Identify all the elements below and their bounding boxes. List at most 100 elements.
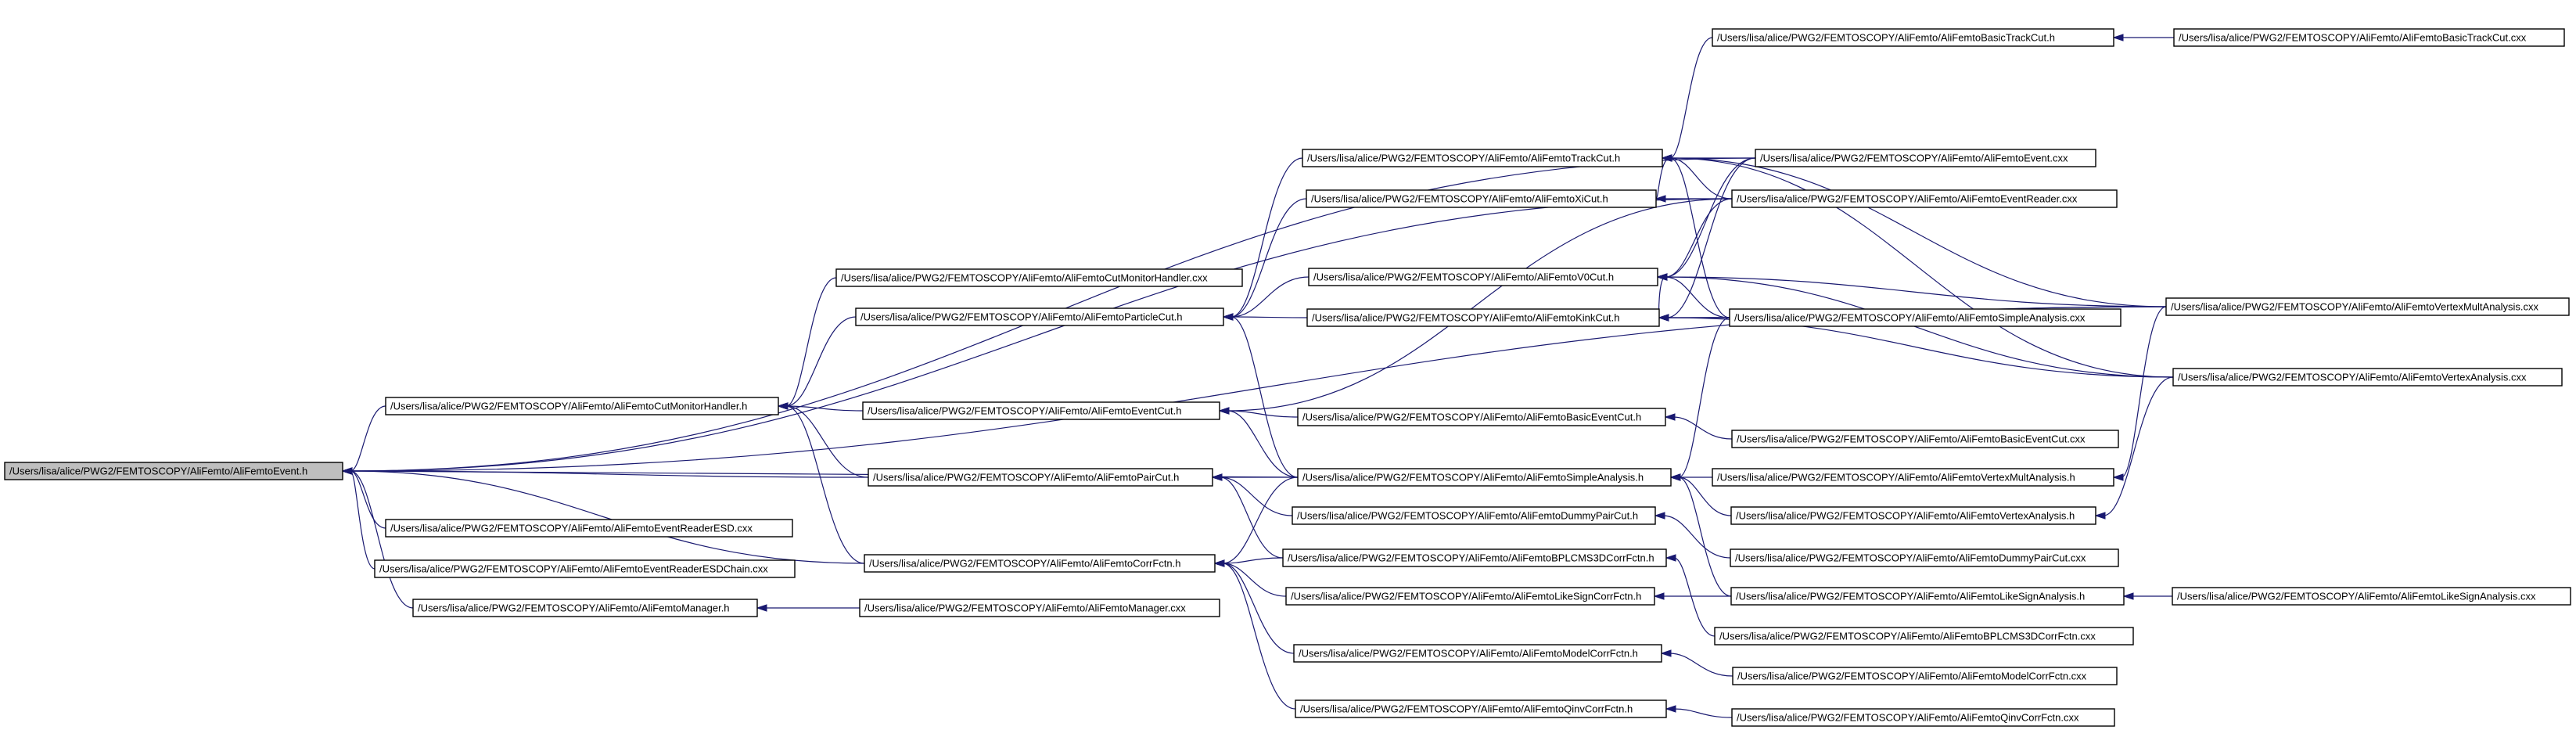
edge-alifemtoevent-h-alifemtocorrfctn-h: [341, 467, 865, 564]
edge-alifemtoeventcut-h-alifemtoeventreader-cxx: [1218, 198, 1733, 415]
node-alifemtomodelcorrfctn-cxx[interactable]: /Users/lisa/alice/PWG2/FEMTOSCOPY/AliFem…: [1732, 667, 2118, 685]
edge-alifemtovertexmultanalysis-h-alifemtovertexmultanalysis-cxx: [2112, 306, 2167, 481]
node-box: [1306, 189, 1657, 208]
edge-alifemtoxicut-h-alifemtoeventreader-cxx: [1654, 195, 1732, 203]
edge-alifemtovertexanalysis-h-alifemtovertexanalysis-cxx: [2094, 376, 2174, 520]
edge-alifemtodummypaircut-h-alifemtodummypaircut-cxx: [1654, 512, 1731, 559]
node-alifemtoeventreader-cxx[interactable]: /Users/lisa/alice/PWG2/FEMTOSCOPY/AliFem…: [1731, 189, 2118, 208]
edge-alifemtokinkcut-h-alifemtoevent-cxx: [1658, 157, 1756, 322]
node-box: [1292, 506, 1656, 525]
node-alifemtoevent-h[interactable]: /Users/lisa/alice/PWG2/FEMTOSCOPY/AliFem…: [4, 462, 343, 480]
node-label: /Users/lisa/alice/PWG2/FEMTOSCOPY/AliFem…: [1737, 712, 2079, 724]
node-alifemtobasictrackcut-h[interactable]: /Users/lisa/alice/PWG2/FEMTOSCOPY/AliFem…: [1712, 28, 2114, 47]
node-alifemtoeventreaderesd-cxx[interactable]: /Users/lisa/alice/PWG2/FEMTOSCOPY/AliFem…: [385, 519, 793, 538]
node-box: [1712, 28, 2114, 47]
edge-alifemtocutmonitorhandler-h-alifemtoparticlecut-h: [777, 316, 857, 410]
node-label: /Users/lisa/alice/PWG2/FEMTOSCOPY/AliFem…: [1760, 153, 2068, 164]
edge-alifemtoevent-h-alifemtocutmonitorhandler-h: [341, 405, 386, 475]
node-box: [1308, 268, 1658, 286]
node-alifemtobplcms3dcorrfctn-h[interactable]: /Users/lisa/alice/PWG2/FEMTOSCOPY/AliFem…: [1282, 548, 1667, 567]
node-label: /Users/lisa/alice/PWG2/FEMTOSCOPY/AliFem…: [1313, 272, 1614, 283]
node-alifemtosimpleanalysis-cxx[interactable]: /Users/lisa/alice/PWG2/FEMTOSCOPY/AliFem…: [1729, 308, 2122, 327]
node-label: /Users/lisa/alice/PWG2/FEMTOSCOPY/AliFem…: [868, 405, 1181, 417]
edge-alifemtov0cut-h-alifemtoevent-cxx: [1656, 157, 1756, 281]
node-box: [862, 401, 1220, 420]
node-layer: /Users/lisa/alice/PWG2/FEMTOSCOPY/AliFem…: [4, 28, 2571, 727]
node-box: [1712, 468, 2114, 487]
node-label: /Users/lisa/alice/PWG2/FEMTOSCOPY/AliFem…: [1299, 648, 1638, 660]
node-label: /Users/lisa/alice/PWG2/FEMTOSCOPY/AliFem…: [1736, 510, 2075, 522]
node-alifemtoevent-cxx[interactable]: /Users/lisa/alice/PWG2/FEMTOSCOPY/AliFem…: [1755, 149, 2096, 167]
node-alifemtocutmonitorhandler-cxx[interactable]: /Users/lisa/alice/PWG2/FEMTOSCOPY/AliFem…: [835, 268, 1243, 287]
node-alifemtobasictrackcut-cxx[interactable]: /Users/lisa/alice/PWG2/FEMTOSCOPY/AliFem…: [2173, 28, 2565, 47]
node-box: [4, 462, 343, 480]
edge-alifemtosimpleanalysis-h-alifemtosimpleanalysis-cxx: [1669, 317, 1730, 481]
edge-alifemtopaircut-h-alifemtodummypaircut-h: [1211, 473, 1293, 516]
node-alifemtodummypaircut-cxx[interactable]: /Users/lisa/alice/PWG2/FEMTOSCOPY/AliFem…: [1730, 548, 2119, 567]
node-box: [1285, 587, 1655, 606]
node-alifemtoeventcut-h[interactable]: /Users/lisa/alice/PWG2/FEMTOSCOPY/AliFem…: [862, 401, 1220, 420]
edge-alifemtoparticlecut-h-alifemtoxicut-h: [1222, 198, 1307, 321]
edge-alifemtoevent-h-alifemtoeventreader-cxx: [341, 198, 1733, 475]
node-alifemtobasiceventcut-h[interactable]: /Users/lisa/alice/PWG2/FEMTOSCOPY/AliFem…: [1297, 408, 1666, 426]
node-box: [1293, 644, 1662, 663]
node-alifemtopaircut-h[interactable]: /Users/lisa/alice/PWG2/FEMTOSCOPY/AliFem…: [868, 468, 1213, 487]
edge-alifemtocorrfctn-h-alifemtomodelcorrfctn-h: [1213, 559, 1295, 654]
node-label: /Users/lisa/alice/PWG2/FEMTOSCOPY/AliFem…: [1735, 552, 2086, 564]
node-label: /Users/lisa/alice/PWG2/FEMTOSCOPY/AliFem…: [418, 602, 730, 614]
node-alifemtoxicut-h[interactable]: /Users/lisa/alice/PWG2/FEMTOSCOPY/AliFem…: [1306, 189, 1657, 208]
edge-alifemtoeventcut-h-alifemtosimpleanalysis-h: [1218, 407, 1299, 478]
node-box: [1731, 189, 2118, 208]
edge-alifemtobplcms3dcorrfctn-h-alifemtobplcms3dcorrfctn-cxx: [1665, 554, 1716, 637]
edge-alifemtosimpleanalysis-h-alifemtolikesignanalysis-h: [1669, 473, 1732, 597]
edge-alifemtoparticlecut-h-alifemtotrackcut-h: [1222, 157, 1303, 321]
node-label: /Users/lisa/alice/PWG2/FEMTOSCOPY/AliFem…: [1307, 153, 1620, 164]
node-alifemtolikesignanalysis-cxx[interactable]: /Users/lisa/alice/PWG2/FEMTOSCOPY/AliFem…: [2172, 587, 2571, 606]
node-alifemtotrackcut-h[interactable]: /Users/lisa/alice/PWG2/FEMTOSCOPY/AliFem…: [1302, 149, 1663, 167]
node-alifemtocutmonitorhandler-h[interactable]: /Users/lisa/alice/PWG2/FEMTOSCOPY/AliFem…: [385, 397, 779, 415]
node-alifemtolikesigncorrfctn-h[interactable]: /Users/lisa/alice/PWG2/FEMTOSCOPY/AliFem…: [1285, 587, 1655, 606]
node-alifemtovertexmultanalysis-cxx[interactable]: /Users/lisa/alice/PWG2/FEMTOSCOPY/AliFem…: [2165, 297, 2570, 316]
node-alifemtobplcms3dcorrfctn-cxx[interactable]: /Users/lisa/alice/PWG2/FEMTOSCOPY/AliFem…: [1714, 627, 2134, 645]
node-label: /Users/lisa/alice/PWG2/FEMTOSCOPY/AliFem…: [2178, 372, 2527, 383]
node-label: /Users/lisa/alice/PWG2/FEMTOSCOPY/AliFem…: [1297, 510, 1638, 522]
node-box: [1731, 430, 2119, 448]
node-alifemtobasiceventcut-cxx[interactable]: /Users/lisa/alice/PWG2/FEMTOSCOPY/AliFem…: [1731, 430, 2119, 448]
edge-alifemtov0cut-h-alifemtovertexanalysis-cxx: [1656, 273, 2174, 378]
node-alifemtomanager-cxx[interactable]: /Users/lisa/alice/PWG2/FEMTOSCOPY/AliFem…: [859, 599, 1220, 617]
node-alifemtocorrfctn-h[interactable]: /Users/lisa/alice/PWG2/FEMTOSCOPY/AliFem…: [864, 554, 1216, 573]
node-box: [2173, 28, 2565, 47]
node-label: /Users/lisa/alice/PWG2/FEMTOSCOPY/AliFem…: [1291, 591, 1641, 602]
node-label: /Users/lisa/alice/PWG2/FEMTOSCOPY/AliFem…: [390, 523, 753, 534]
node-alifemtovertexanalysis-cxx[interactable]: /Users/lisa/alice/PWG2/FEMTOSCOPY/AliFem…: [2172, 368, 2563, 387]
node-alifemtoeventreaderesdchain-cxx[interactable]: /Users/lisa/alice/PWG2/FEMTOSCOPY/AliFem…: [374, 559, 796, 578]
node-alifemtoqinvcorrfctn-cxx[interactable]: /Users/lisa/alice/PWG2/FEMTOSCOPY/AliFem…: [1731, 708, 2115, 727]
node-box: [1729, 308, 2122, 327]
edge-alifemtolikesignanalysis-h-alifemtolikesignanalysis-cxx: [2122, 592, 2172, 600]
node-alifemtokinkcut-h[interactable]: /Users/lisa/alice/PWG2/FEMTOSCOPY/AliFem…: [1306, 308, 1660, 327]
node-alifemtovertexmultanalysis-h[interactable]: /Users/lisa/alice/PWG2/FEMTOSCOPY/AliFem…: [1712, 468, 2114, 487]
node-alifemtomanager-h[interactable]: /Users/lisa/alice/PWG2/FEMTOSCOPY/AliFem…: [412, 599, 758, 617]
edge-alifemtomodelcorrfctn-h-alifemtomodelcorrfctn-cxx: [1660, 649, 1734, 677]
node-alifemtodummypaircut-h[interactable]: /Users/lisa/alice/PWG2/FEMTOSCOPY/AliFem…: [1292, 506, 1656, 525]
node-box: [835, 268, 1243, 287]
node-box: [1714, 627, 2134, 645]
node-label: /Users/lisa/alice/PWG2/FEMTOSCOPY/AliFem…: [1311, 193, 1608, 205]
edge-alifemtoqinvcorrfctn-h-alifemtoqinvcorrfctn-cxx: [1665, 705, 1733, 718]
node-box: [1295, 699, 1667, 718]
node-alifemtovertexanalysis-h[interactable]: /Users/lisa/alice/PWG2/FEMTOSCOPY/AliFem…: [1730, 506, 2096, 525]
node-alifemtosimpleanalysis-h[interactable]: /Users/lisa/alice/PWG2/FEMTOSCOPY/AliFem…: [1297, 468, 1672, 487]
node-alifemtoparticlecut-h[interactable]: /Users/lisa/alice/PWG2/FEMTOSCOPY/AliFem…: [855, 307, 1224, 326]
node-box: [374, 559, 796, 578]
edge-alifemtoevent-h-alifemtoeventreaderesd-cxx: [341, 467, 386, 529]
node-alifemtoqinvcorrfctn-h[interactable]: /Users/lisa/alice/PWG2/FEMTOSCOPY/AliFem…: [1295, 699, 1667, 718]
node-box: [864, 554, 1216, 573]
node-label: /Users/lisa/alice/PWG2/FEMTOSCOPY/AliFem…: [860, 311, 1183, 323]
node-alifemtomodelcorrfctn-h[interactable]: /Users/lisa/alice/PWG2/FEMTOSCOPY/AliFem…: [1293, 644, 1662, 663]
node-alifemtolikesignanalysis-h[interactable]: /Users/lisa/alice/PWG2/FEMTOSCOPY/AliFem…: [1730, 587, 2125, 606]
node-box: [412, 599, 758, 617]
edge-alifemtoevent-h-alifemtomanager-h: [341, 467, 414, 609]
node-alifemtov0cut-h[interactable]: /Users/lisa/alice/PWG2/FEMTOSCOPY/AliFem…: [1308, 268, 1658, 286]
node-label: /Users/lisa/alice/PWG2/FEMTOSCOPY/AliFem…: [1737, 433, 2086, 445]
node-box: [868, 468, 1213, 487]
